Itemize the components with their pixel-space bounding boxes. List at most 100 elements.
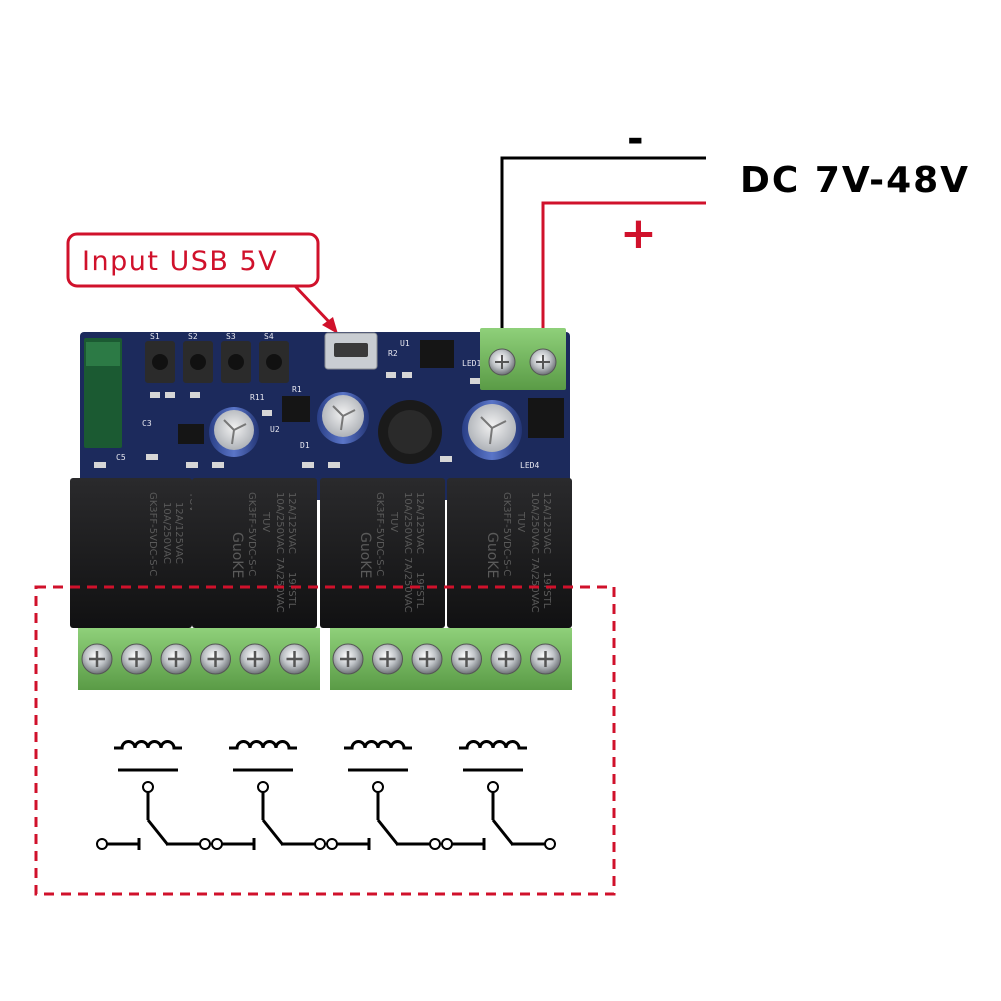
relay-model: GK3FF-5VDC-S-C bbox=[147, 492, 158, 576]
no-terminal bbox=[199, 838, 211, 850]
common-terminal bbox=[257, 781, 269, 793]
no-terminal bbox=[429, 838, 441, 850]
silk-label: S1 bbox=[150, 332, 160, 341]
relay-rating: 10A/250VAC bbox=[161, 502, 172, 564]
silk-label: LED1 bbox=[462, 359, 481, 368]
no-terminal bbox=[544, 838, 556, 850]
nc-terminal bbox=[96, 838, 108, 850]
relay-cert: TUV bbox=[388, 511, 399, 532]
micro-usb-port[interactable] bbox=[324, 332, 378, 370]
relay-rating: 12A/125VAC bbox=[541, 492, 552, 554]
relay-rating: 12A/125VAC bbox=[414, 492, 425, 554]
nc-terminal bbox=[211, 838, 223, 850]
relay-2: GuoKE GK3FF-5VDC-S-C TUV 10A/250VAC 7A/2… bbox=[192, 478, 317, 628]
push-button-s1[interactable] bbox=[145, 341, 175, 383]
switch-blade bbox=[376, 819, 400, 846]
power-terminal-screw-plus[interactable] bbox=[529, 348, 557, 376]
relay-contact-symbol bbox=[441, 740, 556, 850]
output-terminal-screw[interactable] bbox=[451, 643, 482, 675]
usb-input-callout: Input USB 5V bbox=[66, 232, 338, 334]
relay-coil bbox=[344, 740, 412, 750]
silk-label: R11 bbox=[250, 393, 265, 402]
push-button-s2[interactable] bbox=[183, 341, 213, 383]
relay-1: GK3FF-5VDC-S-C 10A/250VAC 12A/125VAC TUV bbox=[70, 478, 198, 628]
silk-label: S2 bbox=[188, 332, 198, 341]
relay-contact-schematic bbox=[96, 740, 556, 850]
switch-blade bbox=[146, 819, 170, 846]
silk-label: S4 bbox=[264, 332, 274, 341]
relay-contacts-dashed-box bbox=[34, 585, 616, 896]
relay-code: 19FSTL bbox=[286, 572, 297, 609]
relay-contact-symbol bbox=[211, 740, 326, 850]
push-buttons bbox=[145, 341, 289, 383]
common-terminal bbox=[487, 781, 499, 793]
output-terminal-screw[interactable] bbox=[200, 643, 231, 675]
output-terminal-screw[interactable] bbox=[279, 643, 310, 675]
output-terminal-screw[interactable] bbox=[121, 643, 152, 675]
capacitor-c2 bbox=[317, 392, 369, 444]
silk-label: U2 bbox=[270, 425, 280, 434]
power-terminal-screw-minus[interactable] bbox=[488, 348, 516, 376]
output-terminal-screw[interactable] bbox=[490, 643, 522, 675]
relays: GK3FF-5VDC-S-C 10A/250VAC 12A/125VAC TUV… bbox=[70, 478, 572, 628]
relay-rating: 10A/250VAC 7A/250VAC bbox=[274, 492, 285, 613]
relay-4: GuoKE GK3FF-5VDC-S-C TUV 10A/250VAC 7A/2… bbox=[447, 478, 572, 628]
relay-rating: 12A/125VAC bbox=[173, 502, 184, 564]
relay-coil bbox=[114, 740, 182, 750]
silk-label: S3 bbox=[226, 332, 236, 341]
relay-rating: 10A/250VAC 7A/250VAC bbox=[402, 492, 413, 613]
relay-model: GK3FF-5VDC-S-C bbox=[374, 492, 385, 576]
output-terminal-screw[interactable] bbox=[332, 643, 364, 675]
usb-callout-arrow bbox=[293, 284, 335, 328]
output-terminal-blocks bbox=[78, 628, 572, 690]
relay-board: S1 S2 S3 S4 R1 R2 R11 U1 U2 C3 C5 LED1 L… bbox=[70, 328, 572, 690]
relay-brand: GuoKE bbox=[357, 532, 373, 578]
capacitor-c1 bbox=[209, 407, 259, 457]
relay-cert: TUV bbox=[515, 511, 526, 532]
relay-code: 19FSTL bbox=[541, 572, 552, 609]
wifi-antenna bbox=[86, 342, 120, 366]
relay-code: 19FSTL bbox=[414, 572, 425, 609]
no-terminal bbox=[314, 838, 326, 850]
push-button-s4[interactable] bbox=[259, 341, 289, 383]
nc-terminal bbox=[326, 838, 338, 850]
capacitor-c3 bbox=[462, 400, 522, 460]
switch-blade bbox=[491, 819, 515, 846]
power-input-wires: - + DC 7V-48V bbox=[500, 116, 970, 352]
output-terminal-screw[interactable] bbox=[372, 643, 403, 675]
power-voltage-label: DC 7V-48V bbox=[740, 160, 970, 201]
push-button-s3[interactable] bbox=[221, 341, 251, 383]
switch-blade bbox=[261, 819, 285, 846]
relay-coil bbox=[229, 740, 297, 750]
usb-callout-label: Input USB 5V bbox=[82, 246, 278, 277]
usb-arrowhead bbox=[322, 317, 338, 334]
output-terminal-screw[interactable] bbox=[411, 643, 443, 675]
output-terminal-screw[interactable] bbox=[530, 643, 561, 675]
relay-cert: TUV bbox=[260, 511, 271, 532]
power-terminal-block bbox=[480, 328, 566, 390]
minus-sign: - bbox=[627, 116, 644, 162]
silk-label: R2 bbox=[388, 349, 398, 358]
relay-rating: 10A/250VAC 7A/250VAC bbox=[529, 492, 540, 613]
common-terminal bbox=[142, 781, 154, 793]
output-terminal-screw[interactable] bbox=[160, 643, 192, 675]
silk-label: LED4 bbox=[520, 461, 539, 470]
ic-u2 bbox=[282, 396, 310, 422]
relay-brand: GuoKE bbox=[229, 532, 245, 578]
relay-contact-symbol bbox=[96, 740, 211, 850]
common-terminal bbox=[372, 781, 384, 793]
relay-rating: 12A/125VAC bbox=[286, 492, 297, 554]
relay-model: GK3FF-5VDC-S-C bbox=[501, 492, 512, 576]
output-terminal-screw[interactable] bbox=[81, 643, 113, 675]
ic-u1 bbox=[420, 340, 454, 368]
silk-label: C5 bbox=[116, 453, 126, 462]
silk-label: R1 bbox=[292, 385, 302, 394]
minus-wire bbox=[500, 156, 706, 352]
plus-wire bbox=[541, 201, 706, 352]
relay-model: GK3FF-5VDC-S-C bbox=[246, 492, 257, 576]
smd-components bbox=[94, 372, 480, 468]
silkscreen-labels: S1 S2 S3 S4 R1 R2 R11 U1 U2 C3 C5 LED1 L… bbox=[116, 332, 539, 470]
output-terminal-screw[interactable] bbox=[239, 643, 271, 675]
output-screws bbox=[81, 643, 561, 675]
ic-regulator bbox=[528, 398, 564, 438]
